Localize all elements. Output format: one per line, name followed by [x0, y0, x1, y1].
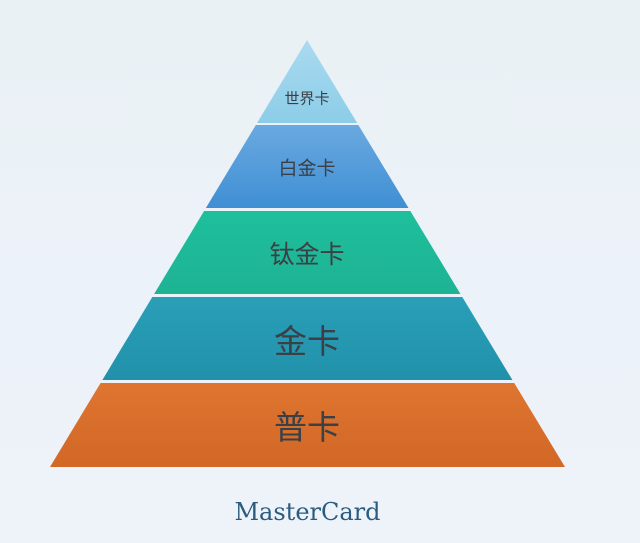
tier-label-standard-card: 普卡	[274, 408, 340, 447]
tier-label-platinum-card: 白金卡	[278, 157, 336, 179]
tier-gold-card	[102, 297, 513, 380]
diagram-caption: MasterCard	[234, 498, 381, 526]
tier-label-gold-card: 金卡	[274, 321, 340, 361]
tier-platinum-card	[205, 125, 409, 208]
tier-world-card	[257, 40, 358, 123]
tier-standard-card	[50, 383, 565, 467]
tier-label-world-card: 世界卡	[284, 89, 330, 108]
tier-label-titanium-card: 钛金卡	[269, 239, 345, 269]
tier-titanium-card	[154, 211, 461, 294]
